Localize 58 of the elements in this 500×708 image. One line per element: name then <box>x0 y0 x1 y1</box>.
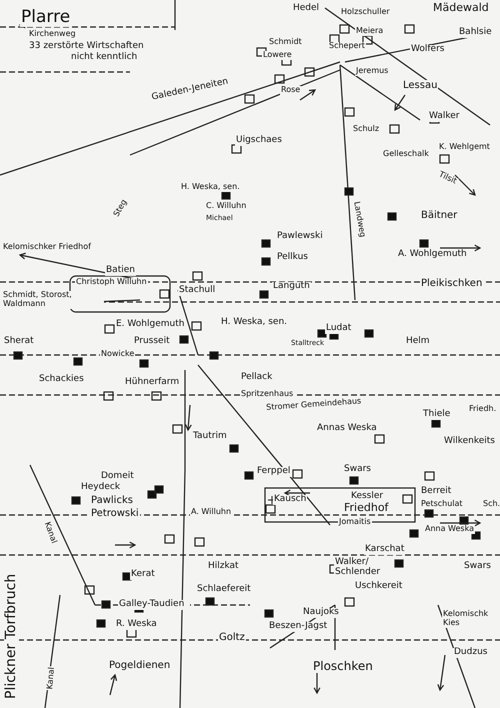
map-label: C. Willuhn <box>205 202 248 211</box>
map-label: Languth <box>272 282 311 292</box>
map-label: Mädewald <box>432 2 490 14</box>
map-label: Spritzenhaus <box>240 390 294 399</box>
map-label: Kanal <box>46 666 57 691</box>
map-label: Jomaitis <box>338 518 372 527</box>
map-label: Christoph Willuhn <box>75 278 148 287</box>
map-label: Galley-Taudien <box>118 600 190 610</box>
map-label: Dudzus <box>453 648 488 658</box>
map-label: R. Weska <box>115 620 158 630</box>
map-label: H. Weska, sen. <box>220 318 288 328</box>
map-label: Friedh. <box>468 405 498 414</box>
map-label: Pogeldienen <box>108 660 172 671</box>
map-label: Ferppel <box>256 467 292 477</box>
map-label: Ploschken <box>312 660 374 674</box>
map-label: Heydeck <box>80 483 122 493</box>
map-label: Kausch <box>273 495 308 505</box>
place-name: Plarre <box>20 8 72 27</box>
map-label: Schmidt, Storost, Waldmann <box>2 291 104 309</box>
map-label: Bäitner <box>420 210 458 221</box>
map-label: E. Wohlgemuth <box>115 320 186 330</box>
map-label: K. Wehlgemt <box>438 143 491 152</box>
map-label: Thiele <box>422 410 452 420</box>
map-label: A. Willuhn <box>190 508 232 517</box>
map-label: Bahlsie <box>458 28 493 38</box>
map-label: Batien <box>105 266 136 276</box>
map-label: Meiera <box>355 27 384 36</box>
map-label: Sch. <box>482 500 500 509</box>
map-label: Landweg <box>351 200 367 239</box>
map-label: Walker <box>428 112 460 122</box>
map-label: Uigschaes <box>235 136 283 146</box>
map-label: Beszen-Jagst <box>268 622 328 632</box>
map-label: A. Wohlgemuth <box>397 250 468 260</box>
map-label: Schmidt <box>268 38 303 47</box>
map-label: Jeremus <box>355 67 390 76</box>
map-label: Anna Weska <box>424 525 475 534</box>
map-label: Nowicke <box>100 350 136 359</box>
map-label: Schepert <box>328 42 366 51</box>
map-label: Ludat <box>325 324 352 334</box>
map-label: Holzschuller <box>340 8 391 17</box>
map-label: Plickner Torfbruch <box>4 572 20 700</box>
map-label: Friedhof <box>343 502 390 514</box>
map-label: Lessau <box>402 80 438 91</box>
map-label: Goltz <box>218 632 246 643</box>
map-label: Gelleschalk <box>382 150 430 159</box>
map-label: Stachull <box>178 286 216 296</box>
map-label: Pawlicks <box>90 495 134 506</box>
map-label: Petrowski <box>90 508 140 519</box>
map-label: Schulz <box>352 125 380 134</box>
map-label: H. Weska, sen. <box>180 183 241 192</box>
map-label: Rose <box>280 86 302 95</box>
road-name: Kirchenweg <box>28 30 77 39</box>
map-label: Naujoks <box>302 608 340 618</box>
map-label: Kerat <box>130 570 156 580</box>
map-label: Lowere <box>262 51 293 60</box>
map-label: Petschulat <box>420 500 464 509</box>
map-label: Pleikischken <box>420 278 484 289</box>
map-label: Karschat <box>364 545 406 555</box>
